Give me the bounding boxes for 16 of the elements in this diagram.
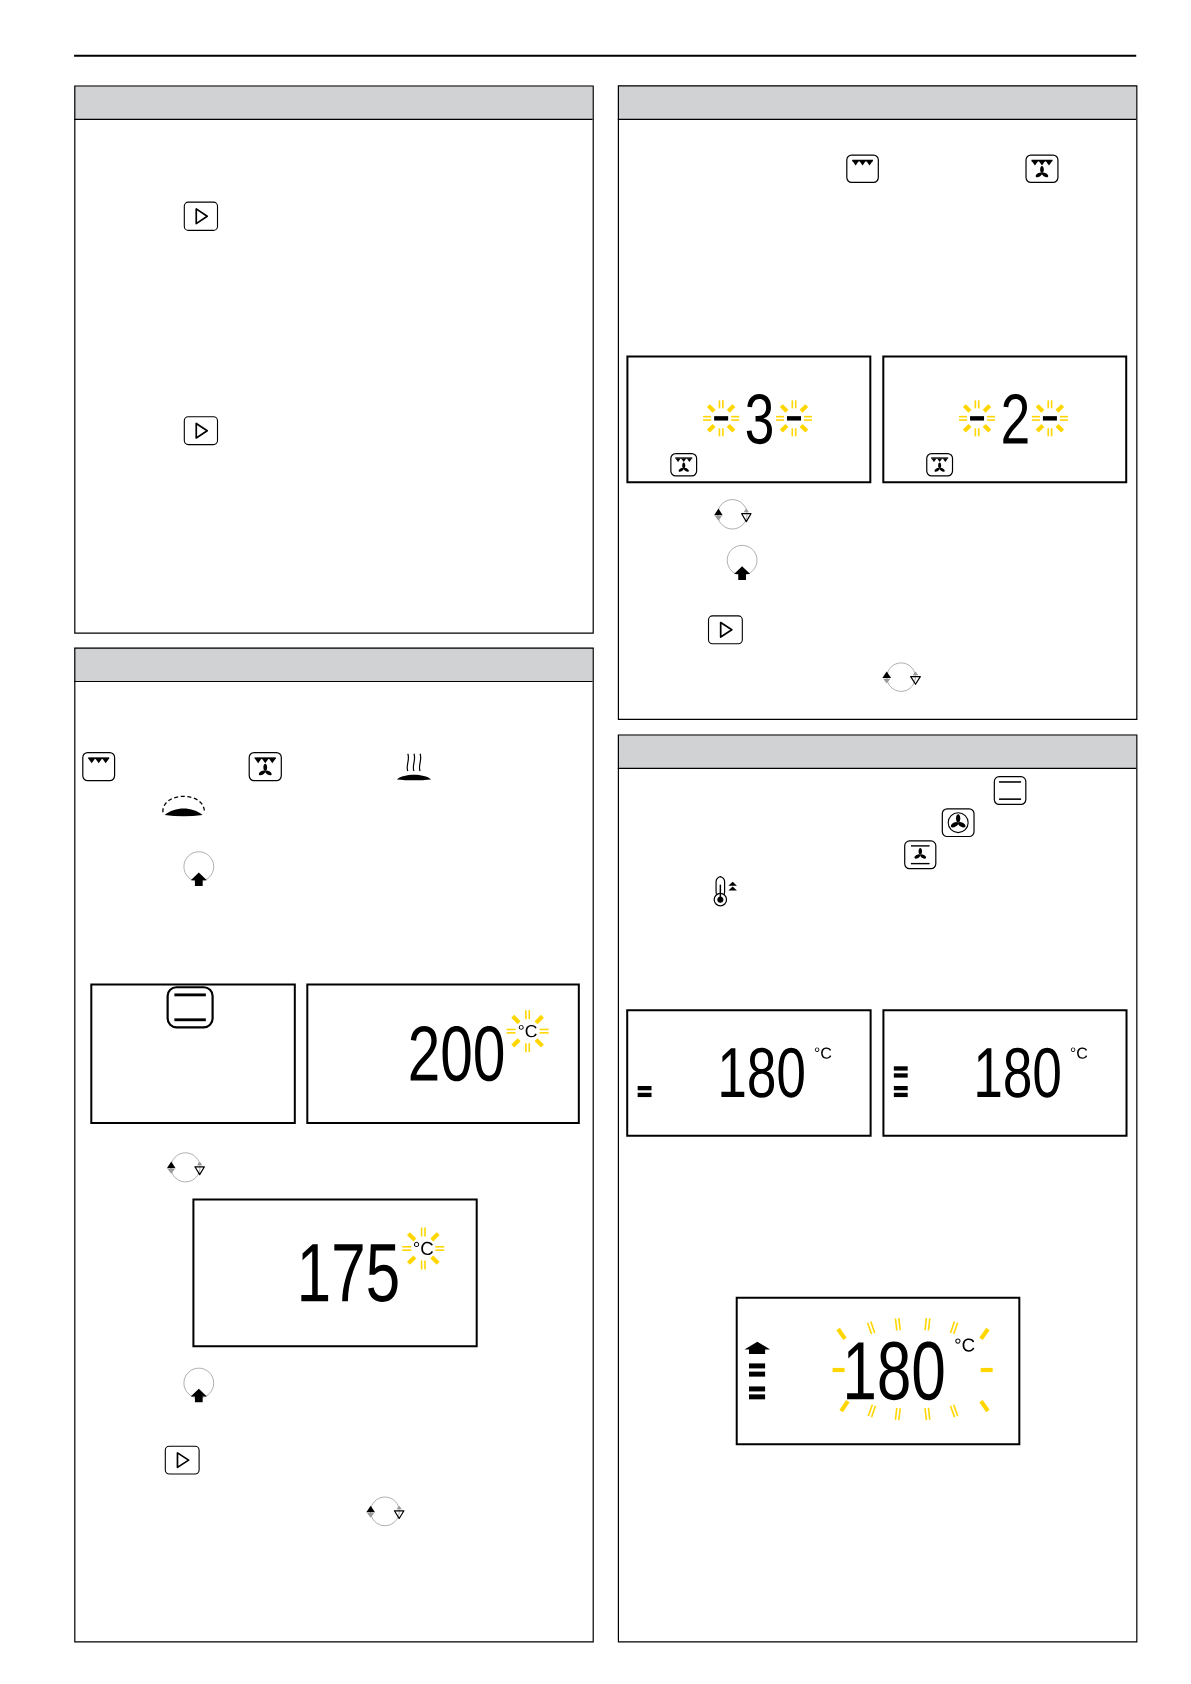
section-panel (617, 734, 1138, 1643)
lcd-digits: 180 (847, 1341, 944, 1401)
section-panel (73, 647, 594, 1643)
unit-label: °C (518, 1024, 537, 1038)
unit-label: °C (814, 1047, 832, 1059)
section-panel (73, 85, 594, 634)
unit-label: °C (1070, 1047, 1088, 1059)
lcd-digits: 3 (746, 393, 772, 445)
unit-label: °C (955, 1338, 975, 1352)
lcd-digits: 175 (301, 1244, 398, 1302)
lcd-digits: 180 (977, 1047, 1060, 1098)
lcd-digits: 2 (1003, 393, 1028, 444)
lcd-digits: 180 (721, 1047, 804, 1098)
section-panel (617, 85, 1138, 720)
unit-label: °C (413, 1241, 434, 1256)
lcd-digits: 200 (410, 1025, 504, 1082)
